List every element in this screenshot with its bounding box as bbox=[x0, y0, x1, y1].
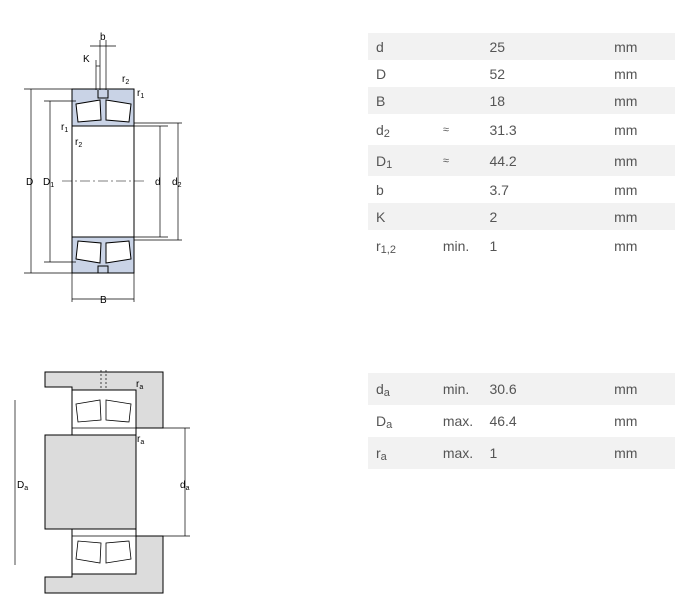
abutment-dimension-lines bbox=[14, 370, 190, 565]
label-K: K bbox=[83, 54, 90, 65]
svg-text:ra: ra bbox=[137, 434, 144, 446]
label-d: d bbox=[155, 177, 161, 188]
roller-a-bottom-left bbox=[75, 540, 102, 564]
lube-groove-bottom bbox=[97, 265, 109, 273]
roller-bottom-right bbox=[105, 240, 132, 264]
roller-a-bottom-right bbox=[105, 540, 132, 564]
bearing-bore bbox=[71, 125, 135, 238]
roller-a-top-right bbox=[105, 399, 132, 423]
dimension-lines bbox=[24, 40, 182, 302]
svg-text:r1: r1 bbox=[61, 122, 68, 134]
label-B: B bbox=[100, 295, 107, 306]
abutment-labels: ra ra Da da bbox=[17, 379, 190, 492]
svg-text:r1: r1 bbox=[137, 88, 144, 100]
abutment-dimensions-diagram: ra ra Da da bbox=[0, 365, 200, 600]
roller-top-left bbox=[75, 99, 102, 123]
svg-text:Da: Da bbox=[17, 480, 28, 492]
svg-text:da: da bbox=[180, 480, 190, 492]
bearing-dimensions-diagram: b K r2 r1 r1 r2 D D1 d d2 B bbox=[0, 0, 200, 310]
svg-text:r2: r2 bbox=[122, 74, 129, 86]
label-D: D bbox=[26, 177, 33, 188]
svg-text:r2: r2 bbox=[75, 137, 82, 149]
svg-text:ra: ra bbox=[136, 379, 143, 391]
label-b: b bbox=[100, 32, 106, 43]
bearing-cross-section: b K r2 r1 r1 r2 D D1 d d2 B bbox=[24, 32, 182, 306]
roller-a-top-left bbox=[75, 399, 102, 423]
svg-text:D1: D1 bbox=[43, 177, 54, 189]
svg-text:d2: d2 bbox=[172, 177, 182, 189]
shaft bbox=[44, 434, 137, 530]
roller-bottom-left bbox=[75, 240, 102, 264]
roller-top-right bbox=[105, 99, 132, 123]
lube-groove-top bbox=[97, 90, 109, 99]
diagram-labels: b K r2 r1 r1 r2 D D1 d d2 B bbox=[26, 32, 182, 306]
mounting-cross-section: ra ra Da da bbox=[14, 370, 190, 594]
